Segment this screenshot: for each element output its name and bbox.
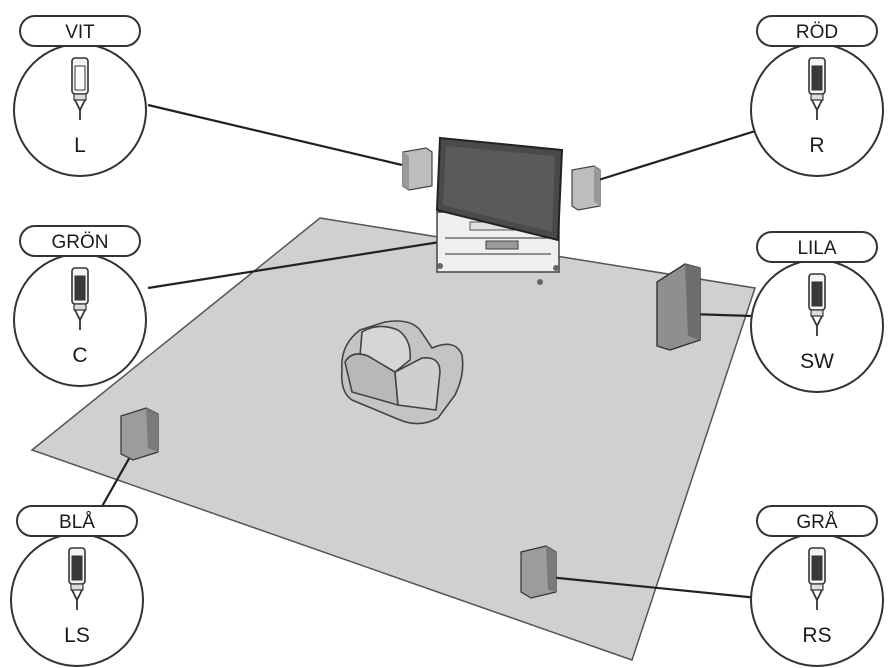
rca-plug-icon bbox=[808, 273, 826, 336]
speaker-front-left bbox=[402, 147, 433, 191]
line-front-right bbox=[591, 126, 766, 184]
color-label: LILA bbox=[797, 238, 836, 259]
rca-plug-icon bbox=[808, 57, 826, 120]
color-label: BLÅ bbox=[59, 512, 95, 533]
speaker-surround-right bbox=[520, 545, 557, 599]
channel-label: RS bbox=[802, 624, 831, 647]
channel-label: L bbox=[74, 134, 86, 157]
connector-front-right: RÖD R bbox=[750, 15, 884, 177]
rca-plug-icon bbox=[71, 267, 89, 330]
connector-center: GRÖN C bbox=[13, 225, 147, 387]
armchair bbox=[340, 320, 464, 425]
color-label-pill bbox=[756, 15, 878, 47]
rca-plug-icon bbox=[808, 547, 826, 610]
connector-subwoofer: LILA SW bbox=[750, 231, 884, 393]
color-label: GRÖN bbox=[52, 232, 109, 253]
color-label: VIT bbox=[65, 22, 95, 43]
channel-label: SW bbox=[800, 350, 834, 373]
color-label-pill bbox=[756, 505, 878, 537]
color-label-pill bbox=[756, 231, 878, 263]
speaker-surround-left bbox=[120, 407, 159, 461]
color-label-pill bbox=[16, 505, 138, 537]
speaker-front-right bbox=[571, 165, 601, 211]
channel-label: C bbox=[72, 344, 87, 367]
channel-label: R bbox=[809, 134, 824, 157]
color-label: GRÅ bbox=[796, 512, 838, 533]
tv-set bbox=[435, 136, 564, 285]
line-surround-right bbox=[547, 575, 759, 600]
rca-plug-icon bbox=[68, 547, 86, 610]
color-label-pill bbox=[19, 15, 141, 47]
connector-surround-right: GRÅ RS bbox=[750, 505, 884, 667]
floor-area bbox=[30, 217, 756, 661]
rca-plug-icon bbox=[71, 57, 89, 120]
channel-label: LS bbox=[64, 624, 90, 647]
speaker-subwoofer bbox=[656, 263, 701, 351]
color-label: RÖD bbox=[796, 22, 838, 43]
line-front-left bbox=[147, 103, 403, 167]
connector-front-left: VIT L bbox=[13, 15, 147, 177]
connector-badges: VIT L RÖD R GRÖN C LILA SW BLÅ LS GRÅ RS bbox=[10, 15, 884, 667]
color-label-pill bbox=[19, 225, 141, 257]
connector-surround-left: BLÅ LS bbox=[10, 505, 144, 667]
center-speaker bbox=[485, 240, 519, 250]
